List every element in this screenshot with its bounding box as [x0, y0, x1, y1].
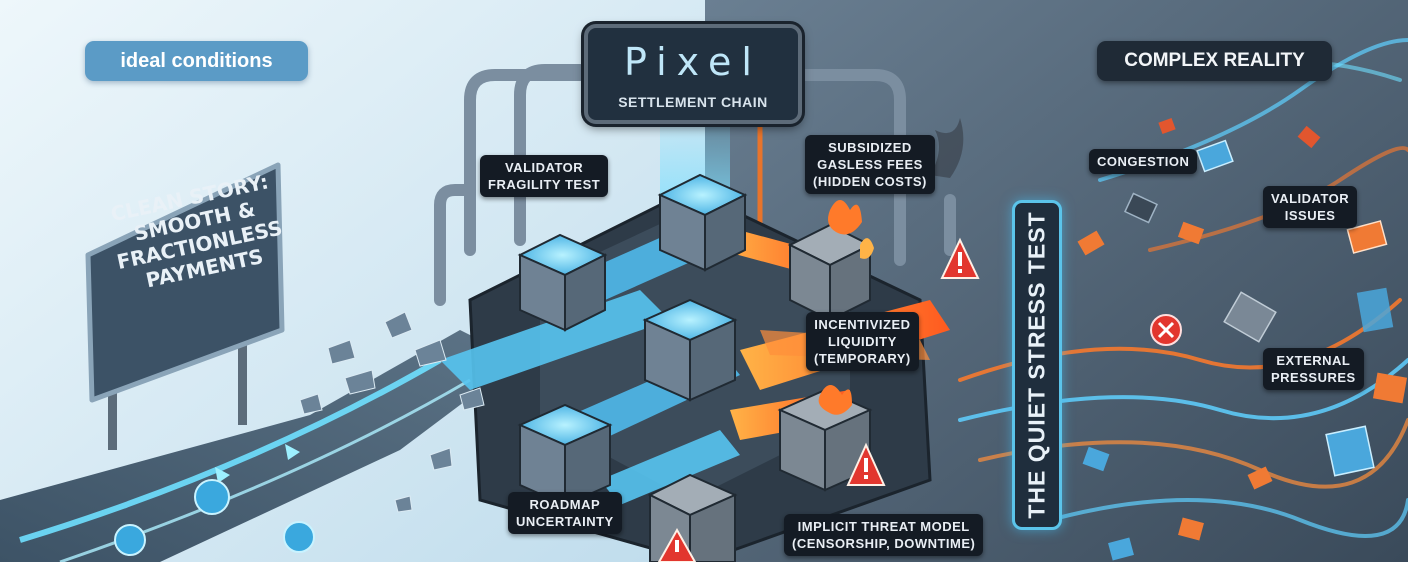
- callout-implicit-threat-model: IMPLICIT THREAT MODEL (CENSORSHIP, DOWNT…: [784, 514, 983, 556]
- quiet-stress-test-banner: THE QUIET STRESS TEST: [1012, 200, 1062, 530]
- ideal-conditions-label: ideal conditions: [85, 41, 308, 81]
- callout-congestion: CONGESTION: [1089, 149, 1197, 174]
- page-subtitle: SETTLEMENT CHAIN: [588, 94, 798, 110]
- page-title: Pixel: [588, 40, 798, 84]
- callout-validator-issues: VALIDATOR ISSUES: [1263, 186, 1357, 228]
- callout-validator-fragility: VALIDATOR FRAGILITY TEST: [480, 155, 608, 197]
- callout-roadmap-uncertainty: ROADMAP UNCERTAINTY: [508, 492, 622, 534]
- error-icon: [1151, 315, 1181, 345]
- callout-subsidized-fees: SUBSIDIZED GASLESS FEES (HIDDEN COSTS): [805, 135, 935, 194]
- callout-incentivized-liquidity: INCENTIVIZED LIQUIDITY (TEMPORARY): [806, 312, 919, 371]
- banner-text: THE QUIET STRESS TEST: [1024, 211, 1051, 518]
- complex-reality-label: COMPLEX REALITY: [1097, 41, 1332, 81]
- callout-external-pressures: EXTERNAL PRESSURES: [1263, 348, 1364, 390]
- settlement-chain-title-panel: Pixel SETTLEMENT CHAIN: [584, 24, 802, 124]
